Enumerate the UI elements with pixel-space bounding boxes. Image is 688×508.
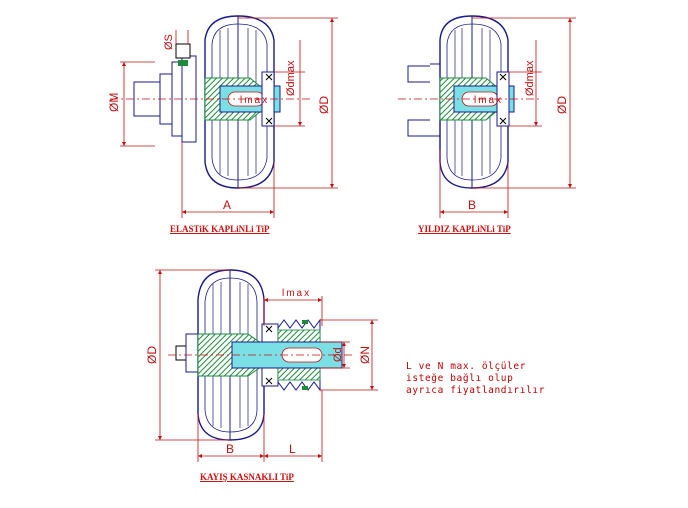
pulley-bearing-mark-top [265, 325, 273, 333]
pulley-seal-bottom [302, 386, 308, 390]
pulley-dim-label-d: Ød [332, 347, 344, 362]
star-housing-inner-wall [446, 23, 502, 181]
caption-pulley-type: KAYIŞ KASNAKLI TiP [200, 472, 294, 482]
dim-label-S: ØS [163, 34, 175, 50]
dim-label-D: ØD [317, 96, 331, 114]
elastic-coupling-figure: ØM ØS Ødmax lmax ØD A [107, 15, 338, 218]
pulley-left-flange [185, 333, 199, 373]
pulley-dim-label-N: ØN [358, 346, 372, 364]
dimension-note: L ve N max. ölçüler isteğe bağlı olup ay… [406, 361, 545, 397]
pulley-figure: ØD lmax Ød ØN B L [145, 269, 378, 462]
star-bearing-mark-top [499, 73, 507, 81]
pulley-bearing-mark-bottom [265, 377, 273, 385]
pulley-dim-label-lmax: lmax [282, 288, 311, 299]
caption-star-coupling: YILDIZ KAPLiNLi TiP [418, 224, 511, 234]
pulley-dim-label-B: B [226, 442, 234, 456]
dim-label-dmax: Ødmax [285, 60, 297, 96]
pulley-seal-top [302, 320, 308, 324]
star-dim-label-dmax: Ødmax [524, 60, 536, 96]
dim-label-A: A [223, 198, 231, 212]
star-coupling-figure: Ødmax lmax ØD B [398, 15, 576, 218]
note-line-2: isteğe bağlı olup [406, 373, 514, 384]
pulley-dim-label-L: L [289, 442, 296, 456]
bearing-mark-bottom [265, 117, 273, 125]
pulley-housing-inner-wall [204, 277, 258, 433]
pulley-dim-label-D: ØD [145, 346, 159, 364]
note-line-3: ayrıca fiyatlandırılır [406, 385, 546, 396]
dim-label-M: ØM [107, 93, 121, 112]
elastic-dimension-lines [120, 17, 338, 218]
star-dimension-lines [439, 17, 576, 218]
star-bearing-mark-bottom [499, 117, 507, 125]
bearing-mark-top [265, 73, 273, 81]
pulley-dimension-lines [155, 269, 378, 462]
housing-inner-wall [211, 23, 268, 181]
note-line-1: L ve N max. ölçüler [406, 361, 527, 372]
star-dim-label-B: B [468, 198, 476, 212]
bolt-head-top [175, 43, 191, 59]
dim-label-lmax: lmax [240, 95, 269, 106]
star-dim-label-lmax: lmax [474, 95, 503, 106]
elastic-insert [178, 60, 188, 66]
caption-elastic-coupling: ELASTiK KAPLiNLi TiP [170, 224, 270, 234]
star-dim-label-D: ØD [555, 96, 569, 114]
